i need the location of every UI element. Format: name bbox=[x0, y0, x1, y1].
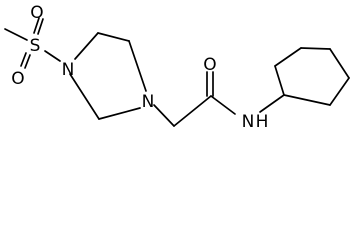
bond-ring-top bbox=[97, 32, 130, 42]
atom-amide-nitrogen: N bbox=[242, 112, 255, 132]
bond-cyclohexane-3 bbox=[300, 47, 331, 50]
bond-methyl-sulfur bbox=[4, 28, 28, 41]
bond-ring-n-lower-right bbox=[98, 107, 141, 120]
chemical-structure-diagram: O S O N N O N H bbox=[4, 3, 350, 132]
bond-sulfur-oxygen-top-b bbox=[33, 17, 40, 34]
atom-oxygen-bottom: O bbox=[11, 69, 24, 89]
bond-carbonyl-amide-nitrogen bbox=[210, 95, 236, 115]
bond-cyclohexane-2 bbox=[274, 47, 302, 67]
atom-carbonyl-oxygen: O bbox=[203, 55, 216, 75]
atom-oxygen-top: O bbox=[30, 3, 43, 23]
bond-cyclohexane-1 bbox=[274, 65, 285, 96]
bond-sulfur-oxygen-bottom-b bbox=[20, 52, 27, 67]
bond-cyclohexane-5 bbox=[329, 77, 350, 106]
bond-ch2-carbonyl bbox=[173, 95, 212, 127]
bond-cyclohexane-4 bbox=[329, 48, 350, 79]
bond-sulfur-oxygen-bottom-a bbox=[24, 54, 31, 69]
bond-nitrogen-ch2 bbox=[153, 104, 175, 127]
bond-ring-lower-left bbox=[69, 73, 100, 120]
atom-amide-hydrogen: H bbox=[256, 112, 269, 132]
bond-sulfur-oxygen-top-a bbox=[37, 18, 44, 35]
bond-sulfur-nitrogen bbox=[44, 50, 61, 62]
bond-ring-n-upper-left bbox=[74, 32, 99, 60]
atom-ring-nitrogen-bottom: N bbox=[142, 92, 155, 112]
bond-cyclohexane-6 bbox=[283, 94, 331, 106]
bond-ring-upper-right bbox=[128, 40, 147, 92]
bond-amide-nitrogen-cyclohexyl bbox=[259, 94, 285, 113]
atom-ring-nitrogen-top: N bbox=[62, 60, 75, 80]
atom-sulfur: S bbox=[30, 36, 41, 56]
